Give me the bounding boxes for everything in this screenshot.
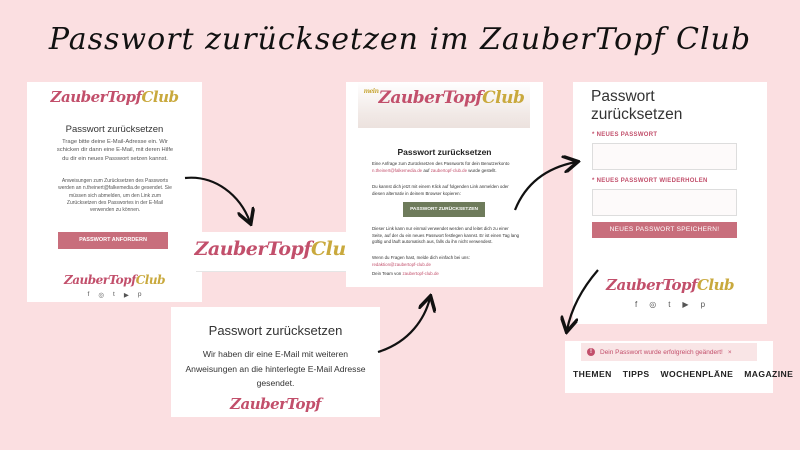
email-title: Passwort zurücksetzen	[397, 147, 492, 157]
repeat-password-label: * NEUES PASSWORT WIEDERHOLEN	[592, 178, 708, 184]
zaubertopf-club-logo: ZauberTopfClub	[50, 88, 179, 106]
nav-item-magazine[interactable]: MAGAZINE	[744, 369, 794, 379]
reset-password-button[interactable]: PASSWORT ZURÜCKSETZEN	[403, 202, 485, 217]
pinterest-icon[interactable]: p	[700, 300, 706, 309]
email-signature: Dein Team von zaubertopf-club.de	[372, 271, 439, 276]
card1-instructions: Trage bitte deine E-Mail-Adresse ein. Wi…	[56, 139, 174, 162]
nav-item-wochenplaene[interactable]: WOCHENPLÄNE	[660, 369, 734, 379]
main-nav: THEMEN TIPPS WOCHENPLÄNE MAGAZINE	[573, 369, 793, 379]
twitter-icon[interactable]: t	[668, 300, 671, 309]
account-email-link[interactable]: n.theinert@falkemedia.de	[372, 167, 423, 173]
email-paragraph-4: Wenn du Fragen hast, melde dich einfach …	[372, 255, 470, 267]
email-paragraph-3: Dieser Link kann nur einmal verwendet we…	[372, 226, 520, 245]
facebook-icon[interactable]: f	[87, 291, 90, 298]
email-paragraph-1: Eine Anfrage zum Zurücksetzen des Passwo…	[372, 161, 510, 173]
save-password-button[interactable]: NEUES PASSWORT SPEICHERN!	[592, 222, 737, 238]
email-paragraph-2: Du kannst dich jetzt mit einem Klick auf…	[372, 184, 509, 196]
info-icon: !	[587, 348, 595, 356]
card2-message: Wir haben dir eine E-Mail mit weiteren A…	[185, 349, 366, 389]
confirmation-header-card: ZauberTopfClub	[188, 232, 365, 272]
footer-logo: ZauberTopfClub	[606, 276, 734, 294]
new-password-field[interactable]	[592, 143, 737, 170]
request-password-card: ZauberTopfClub Passwort zurücksetzen Tra…	[27, 82, 202, 302]
instagram-icon[interactable]: ◎	[649, 300, 657, 309]
nav-item-themen[interactable]: THEMEN	[573, 369, 612, 379]
nav-item-tipps[interactable]: TIPPS	[622, 369, 650, 379]
success-card: ! Dein Passwort wurde erfolgreich geände…	[565, 341, 793, 393]
card1-title: Passwort zurücksetzen	[65, 124, 164, 135]
twitter-icon[interactable]: t	[113, 291, 115, 298]
youtube-icon[interactable]: ▶	[123, 292, 129, 299]
signature-site-link[interactable]: zaubertopf-club.de	[402, 271, 439, 276]
support-email-link[interactable]: redaktion@zaubertopf-club.de	[372, 261, 431, 267]
footer-logo: ZauberTopfClub	[64, 273, 165, 287]
arrow-2	[377, 298, 430, 354]
social-icons: f ◎ t ▶ p	[573, 300, 767, 309]
facebook-icon[interactable]: f	[634, 300, 638, 309]
request-password-button[interactable]: PASSWORT ANFORDERN	[58, 232, 168, 249]
headline: Passwort zurücksetzen im ZauberTopf Club	[48, 22, 752, 57]
reset-email-card: meinZauberTopfClub Passwort zurücksetzen…	[346, 82, 543, 287]
youtube-icon[interactable]: ▶	[682, 300, 689, 309]
card2-title: Passwort zurücksetzen	[208, 323, 343, 338]
mein-zaubertopf-club-logo: meinZauberTopfClub	[363, 88, 525, 108]
email-header: meinZauberTopfClub	[358, 82, 530, 128]
close-icon[interactable]: ×	[727, 348, 732, 356]
social-icons: f ◎ t ▶ p	[27, 291, 202, 299]
instagram-icon[interactable]: ◎	[98, 292, 105, 299]
confirmation-card: Passwort zurücksetzen Wir haben dir eine…	[171, 307, 380, 417]
success-message: Dein Passwort wurde erfolgreich geändert…	[600, 348, 723, 356]
card4-title: Passwort zurücksetzen	[591, 88, 683, 123]
zaubertopf-logo: ZauberTopf	[230, 395, 321, 413]
success-notice: ! Dein Passwort wurde erfolgreich geände…	[581, 343, 757, 361]
site-link[interactable]: zaubertopf-club.de	[430, 167, 468, 173]
new-password-label: * NEUES PASSWORT	[592, 132, 658, 138]
card1-notice: Anweisungen zum Zurücksetzen des Passwor…	[58, 178, 172, 213]
zaubertopf-club-logo: ZauberTopfClub	[194, 238, 359, 260]
new-password-card: Passwort zurücksetzen * NEUES PASSWORT *…	[573, 82, 767, 324]
divider	[196, 271, 357, 272]
pinterest-icon[interactable]: p	[137, 291, 142, 298]
repeat-password-field[interactable]	[592, 189, 737, 216]
